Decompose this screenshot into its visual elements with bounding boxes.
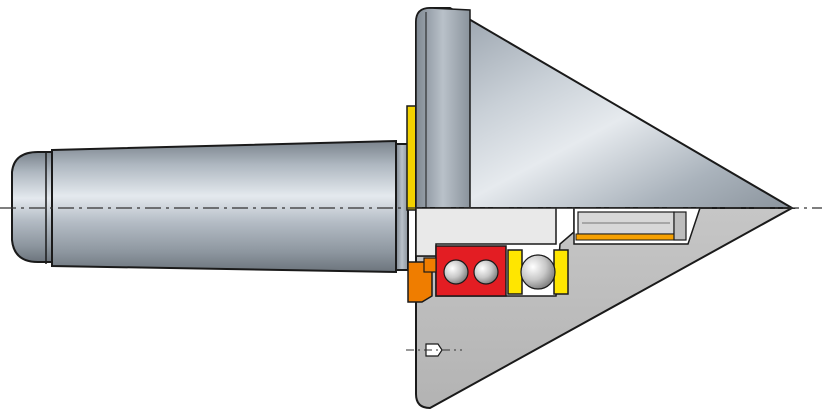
shank-collar [395,143,409,271]
needle-bearing-cap [673,211,687,241]
bearing-ball-1 [443,259,469,285]
grub-screw [406,343,462,357]
bearing-ball-2 [473,259,499,285]
double-row-ball-bearing [435,245,507,297]
sealing-ring [407,257,437,303]
thrust-bearing-ring-right [553,249,569,295]
thrust-bearing-ball [520,254,556,290]
thrust-ball-bearing [507,249,569,295]
seal-ring-lip [423,257,437,273]
needle-bearing [575,211,687,241]
needle-bearing-race [575,233,681,241]
morse-taper-shank [11,139,409,274]
grub-screw-body [425,343,443,357]
shank-body [51,139,397,274]
cone-front-band [415,7,471,209]
cone-upper-half [415,7,796,209]
shank-end-cap [11,151,53,263]
thrust-bearing-ring-left [507,249,523,295]
